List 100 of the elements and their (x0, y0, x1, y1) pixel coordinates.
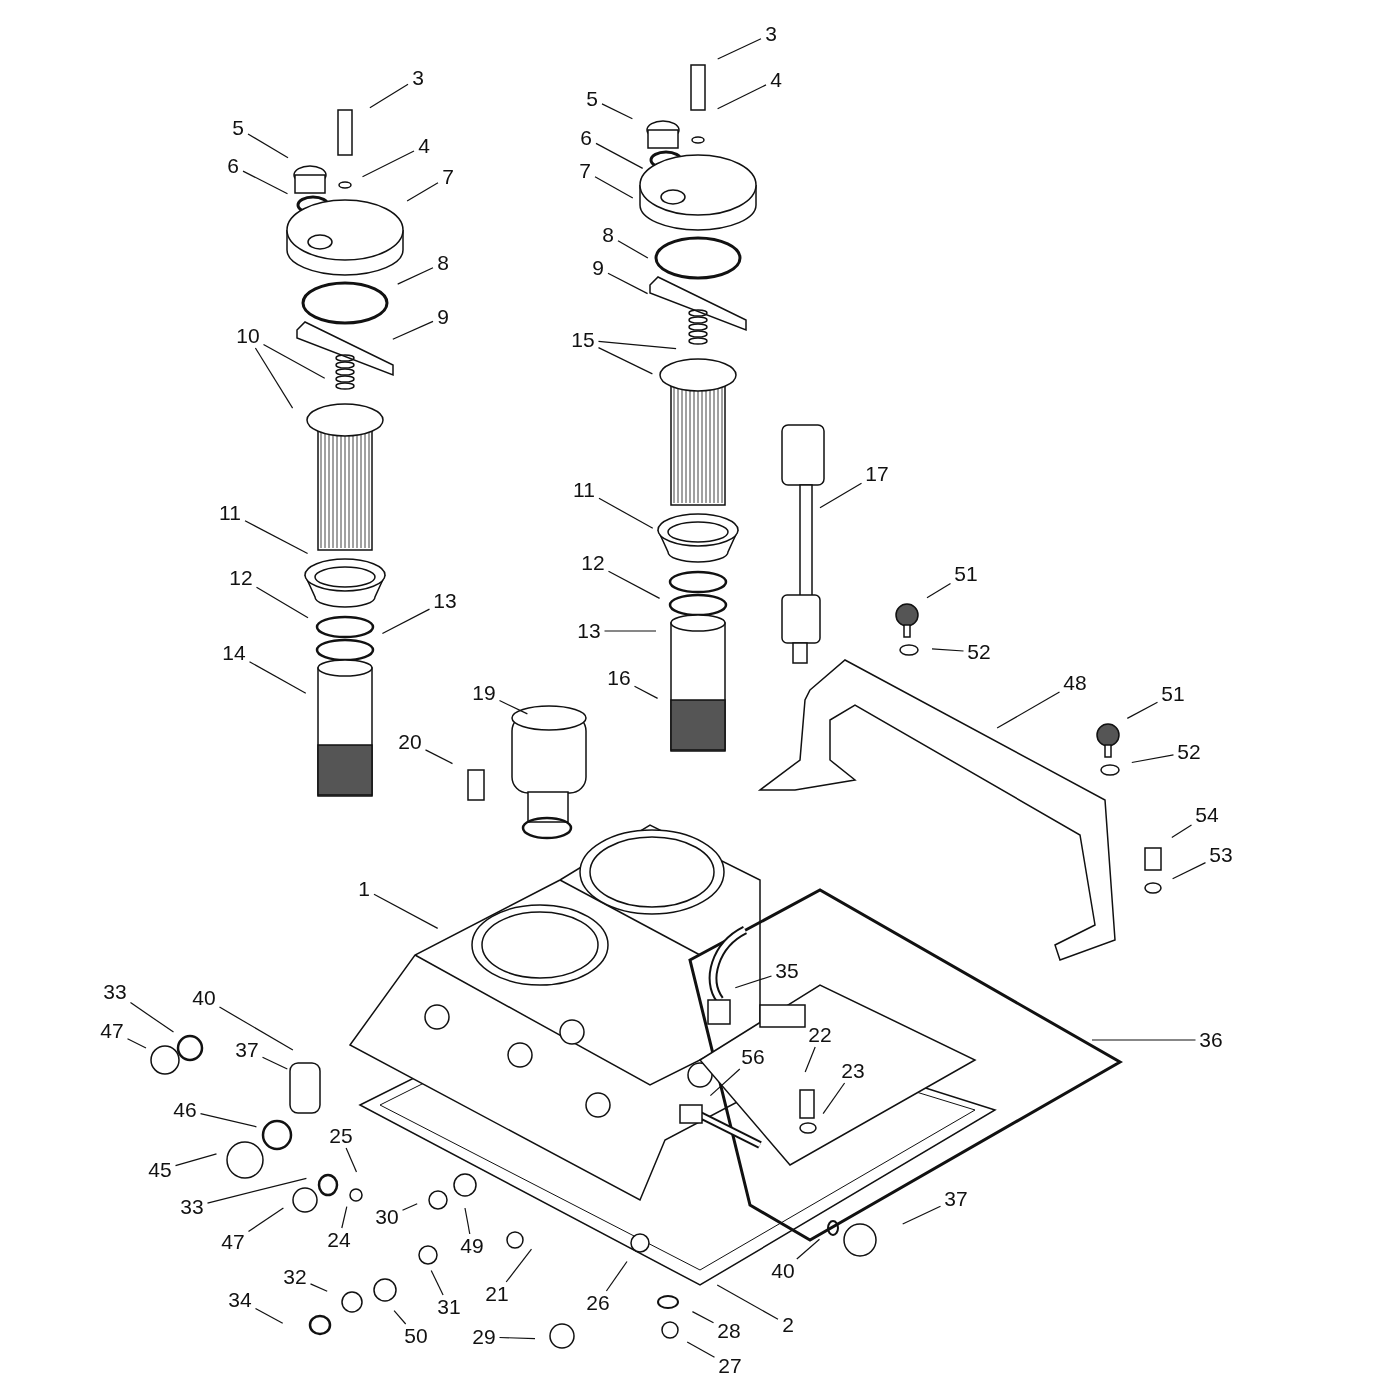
callout-number: 4 (417, 135, 431, 157)
leader-line (242, 170, 289, 195)
leader-line (594, 176, 634, 199)
leader-line (401, 1203, 418, 1211)
leader-line (309, 1283, 328, 1292)
callout-number: 14 (221, 642, 247, 664)
leader-line (397, 267, 434, 285)
callout-number: 13 (576, 620, 602, 642)
leader-line (996, 691, 1061, 729)
leader-line (373, 893, 439, 929)
callout-number: 52 (966, 641, 992, 663)
callout-number: 53 (1208, 844, 1234, 866)
callout-number: 47 (220, 1231, 246, 1253)
callout-number: 29 (471, 1326, 497, 1348)
leader-line (1171, 824, 1193, 839)
leader-line (174, 1153, 218, 1167)
callout-number: 6 (226, 155, 240, 177)
leader-line (424, 749, 454, 765)
callout-number: 11 (572, 479, 596, 501)
leader-line (369, 83, 409, 109)
leader-line (822, 1082, 846, 1115)
leader-line (406, 182, 439, 202)
leader-line (926, 582, 952, 599)
callout-number: 56 (740, 1046, 766, 1068)
leader-line (206, 1177, 307, 1204)
callout-number: 27 (717, 1355, 743, 1377)
callout-number: 37 (943, 1188, 969, 1210)
leader-line (345, 1147, 358, 1173)
leader-line (129, 1002, 175, 1033)
leader-line (1091, 1039, 1197, 1041)
leader-line (126, 1038, 147, 1049)
callout-number: 25 (328, 1125, 354, 1147)
leader-line (1126, 701, 1159, 719)
callout-number: 16 (606, 667, 632, 689)
leader-line (598, 497, 654, 529)
leader-line (464, 1207, 471, 1235)
leader-line (601, 103, 633, 120)
leader-line (603, 630, 657, 632)
leader-line (633, 685, 659, 699)
leader-line (218, 1006, 294, 1051)
callout-number: 6 (579, 127, 593, 149)
callout-number: 31 (436, 1296, 462, 1318)
leader-line (498, 699, 528, 715)
leader-line (248, 661, 307, 694)
leader-line (597, 347, 653, 375)
leader-line (341, 1206, 348, 1229)
callout-number: 33 (179, 1196, 205, 1218)
callout-number: 8 (436, 252, 450, 274)
leader-line (261, 1056, 288, 1070)
leader-line (244, 520, 309, 555)
leader-line (393, 1310, 407, 1325)
callout-number: 8 (601, 224, 615, 246)
leader-line (262, 343, 326, 379)
leader-line (902, 1205, 942, 1225)
callout-number: 51 (1160, 683, 1186, 705)
leader-line (392, 320, 434, 340)
callout-number: 10 (235, 325, 261, 347)
callout-number: 52 (1176, 741, 1202, 763)
callout-number: 48 (1062, 672, 1088, 694)
callout-number: 23 (840, 1060, 866, 1082)
callout-number: 3 (764, 23, 778, 45)
leader-line (254, 347, 294, 409)
leader-line (255, 586, 309, 619)
leader-line (796, 1238, 821, 1260)
leader-line (717, 84, 767, 110)
callout-number: 24 (326, 1229, 352, 1251)
callout-number: 22 (807, 1024, 833, 1046)
leader-line (199, 1113, 257, 1128)
leader-line (1172, 862, 1207, 880)
leader-line (505, 1248, 533, 1283)
callout-number: 2 (781, 1314, 795, 1336)
leader-line (709, 1068, 741, 1097)
leader-line (691, 1311, 715, 1324)
leader-line (381, 608, 431, 635)
callout-number: 30 (374, 1206, 400, 1228)
callout-number: 4 (769, 69, 783, 91)
callout-number: 45 (147, 1159, 173, 1181)
leader-line (734, 975, 773, 989)
callout-number: 40 (770, 1260, 796, 1282)
leader-line (247, 1207, 284, 1233)
callout-number: 40 (191, 987, 217, 1009)
leader-line (607, 570, 661, 599)
leader-line (361, 150, 415, 178)
callout-number: 36 (1198, 1029, 1224, 1051)
leader-line (595, 142, 644, 169)
leader-line (686, 1341, 716, 1358)
callout-number: 54 (1194, 804, 1220, 826)
callout-number: 5 (231, 117, 245, 139)
callout-number: 13 (432, 590, 458, 612)
callout-number: 32 (282, 1266, 308, 1288)
callout-number: 47 (99, 1020, 125, 1042)
callout-number: 35 (774, 960, 800, 982)
callout-number: 26 (585, 1292, 611, 1314)
callout-number: 15 (570, 329, 596, 351)
leader-line (819, 482, 863, 509)
callout-number: 9 (436, 306, 450, 328)
callout-number: 46 (172, 1099, 198, 1121)
callout-number: 51 (953, 563, 979, 585)
leader-line (617, 240, 649, 259)
leader-line (597, 340, 677, 350)
